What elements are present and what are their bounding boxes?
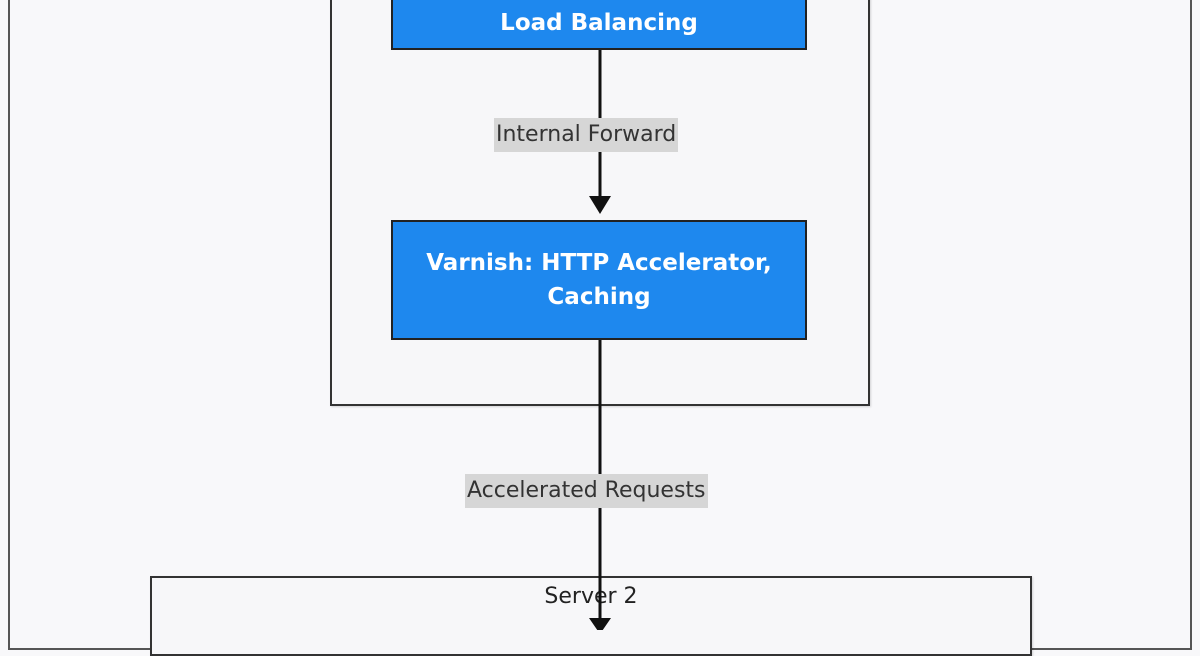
node-varnish: Varnish: HTTP Accelerator, Caching — [391, 220, 807, 340]
node-varnish-label: Varnish: HTTP Accelerator, Caching — [426, 250, 772, 310]
arrowhead-internal-forward — [589, 196, 611, 214]
edge-label-internal-forward: Internal Forward — [494, 118, 679, 152]
subgraph-server-2-title: Server 2 — [544, 584, 638, 609]
arrowhead-accelerated-requests — [589, 618, 611, 630]
node-load-balancing: Load Balancing — [391, 0, 807, 50]
node-load-balancing-label: Load Balancing — [500, 10, 698, 36]
edge-label-accelerated-requests: Accelerated Requests — [465, 474, 708, 508]
